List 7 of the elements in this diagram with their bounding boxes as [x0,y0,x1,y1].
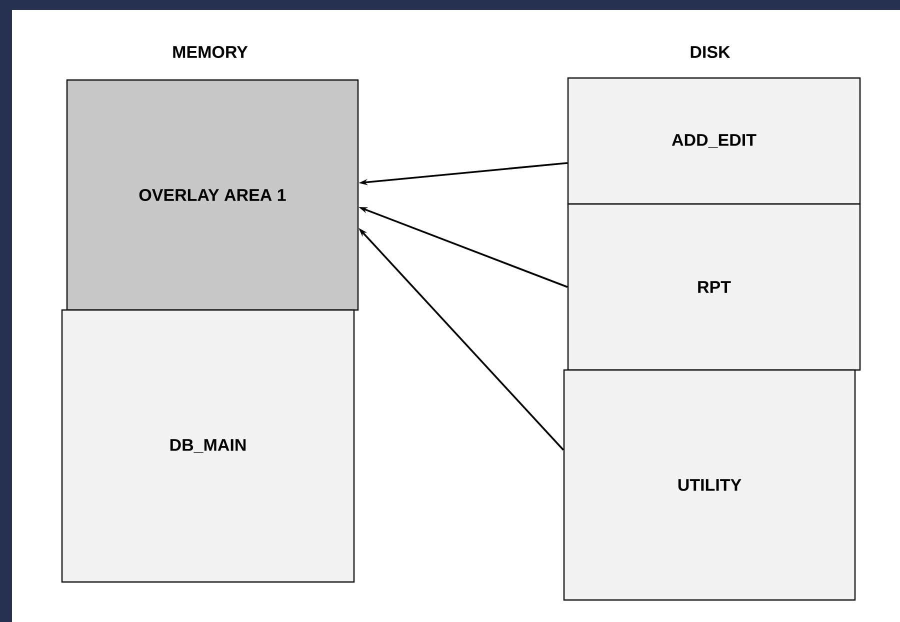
memory-block: OVERLAY AREA 1 [66,79,359,311]
memory-block: DB_MAIN [61,309,355,583]
memory-block: ADD_EDIT [567,77,861,205]
memory-block: UTILITY [563,369,856,601]
column-heading: DISK [690,46,730,58]
memory-block: RPT [567,203,861,371]
column-heading: MEMORY [173,46,248,58]
